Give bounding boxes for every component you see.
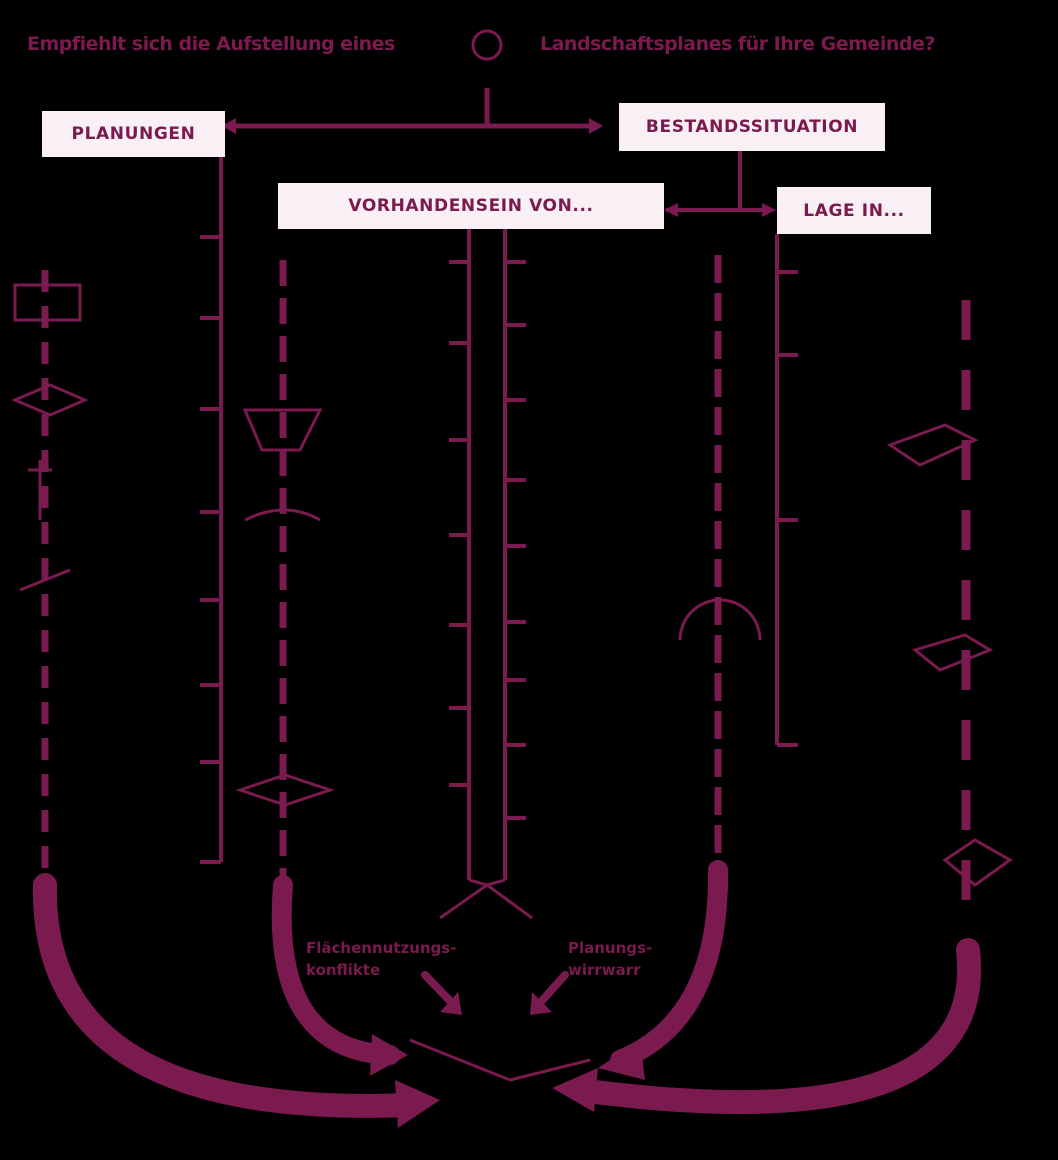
planungen-label: PLANUNGEN [71,124,196,144]
arrow-to-vorhanden [664,203,678,217]
vorhandensein-box: VORHANDENSEIN VON... [278,183,664,229]
planning-line-1: Planungs- [568,939,653,957]
planungen-box: PLANUNGEN [42,111,225,157]
conflicts-line-2: konflikte [306,961,381,979]
bestandssituation-label: BESTANDSSITUATION [645,117,859,137]
arrow-left-inner [271,875,400,1065]
planning-chaos-note: Planungs- wirrwarr [568,937,688,981]
lage-label: LAGE IN... [803,200,905,221]
vorhanden-ladder-left [449,229,471,880]
lage-ladder [775,234,798,747]
bestand-connector [666,151,772,212]
road-sketch-icon [19,568,71,592]
planning-line-2: wirrwarr [568,961,641,979]
water-sketch-icon [244,508,321,522]
sketch-icons [11,29,1013,1082]
vorhanden-ladder-right [503,229,526,880]
question-text-right: Landschaftsplanes für Ihre Gemeinde? [540,33,935,55]
arrow-left-outer [32,873,422,1118]
wind-turbine-sketch-icon [28,460,52,520]
question-mark-icon [471,29,503,61]
rainbow-sketch-icon [678,598,762,641]
arrow-head-left-outer [395,1080,440,1128]
conflicts-line-1: Flächennutzungs- [306,939,457,957]
terrain-block-sketch-icon [886,423,979,467]
vorhandensein-label: VORHANDENSEIN VON... [348,196,594,216]
convergence-arrows [32,860,982,1118]
arrow-to-bestand [589,118,603,134]
land-use-conflicts-note: Flächennutzungs- konflikte [306,937,506,981]
mountain-sketch-icon [942,838,1013,887]
landscape-center-icon [409,1038,591,1082]
forest-sketch-icon [242,408,323,452]
house-sketch-icon [13,283,82,322]
arrow-right-outer [568,938,982,1115]
planungen-ladder [200,157,223,864]
arrow-head-conflicts [440,992,462,1015]
valley-sketch-icon [911,633,994,672]
question-stem-connector [225,88,600,129]
vorhanden-fork [439,878,533,920]
arrow-head-planning [530,992,552,1015]
bestandssituation-box: BESTANDSSITUATION [619,103,885,151]
lage-box: LAGE IN... [777,187,931,234]
arrow-heads [370,992,645,1128]
arrow-conflicts [421,971,456,1007]
arrow-planning [536,971,569,1007]
arrow-to-lage [762,203,776,217]
arrow-head-left-inner [370,1034,408,1076]
landscape-sketch-icon [235,773,335,807]
arrow-right-inner [610,860,729,1070]
field-sketch-icon [11,383,89,417]
arrow-head-right-outer [552,1068,598,1112]
arrow-to-planungen [222,118,236,134]
question-text-left: Empfiehlt sich die Aufstellung eines [27,33,395,55]
arrow-head-right-inner [598,1040,645,1080]
